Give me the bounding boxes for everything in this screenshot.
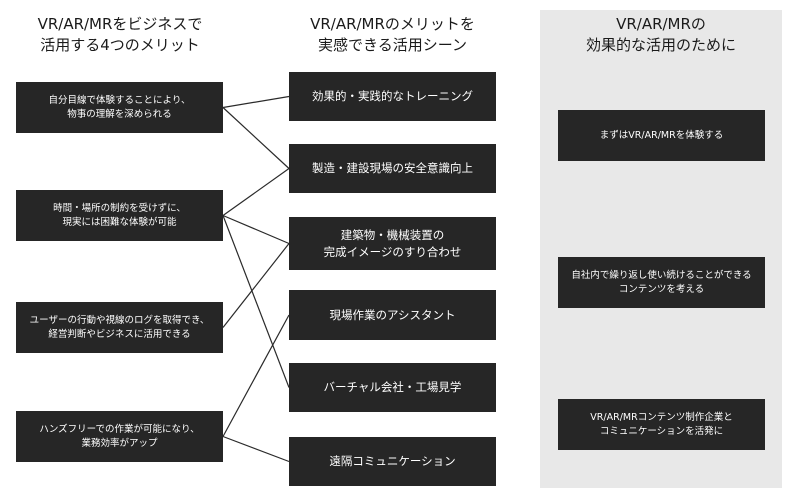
scene-3-line-1: 建築物・機械装置の bbox=[340, 227, 445, 242]
benefits-heading: VR/AR/MRをビジネスで 活用する4つのメリット bbox=[20, 14, 220, 56]
scene-box-3: 建築物・機械装置の 完成イメージのすり合わせ bbox=[289, 217, 496, 270]
benefits-heading-line-1: VR/AR/MRをビジネスで bbox=[37, 15, 203, 33]
connector-line-4 bbox=[222, 214, 290, 245]
benefit-box-1: 自分目線で体験することにより、 物事の理解を深められる bbox=[16, 82, 223, 133]
connector-line-5 bbox=[222, 215, 290, 388]
benefits-heading-line-2: 活用する4つのメリット bbox=[40, 36, 200, 54]
scene-2-label: 製造・建設現場の安全意識向上 bbox=[312, 161, 473, 175]
scenes-heading-line-2: 実感できる活用シーン bbox=[318, 36, 467, 54]
connector-line-7 bbox=[222, 314, 290, 437]
scene-5-label: バーチャル会社・工場見学 bbox=[323, 380, 462, 394]
benefit-1-line-1: 自分目線で体験することにより、 bbox=[48, 94, 191, 106]
connector-line-8 bbox=[222, 435, 290, 463]
benefit-4-line-1: ハンズフリーでの作業が可能になり、 bbox=[39, 423, 200, 435]
connector-line-3 bbox=[222, 168, 290, 216]
tip-box-2: 自社内で繰り返し使い続けることができる コンテンツを考える bbox=[558, 257, 765, 308]
benefit-box-4: ハンズフリーでの作業が可能になり、 業務効率がアップ bbox=[16, 411, 223, 462]
scene-box-1: 効果的・実践的なトレーニング bbox=[289, 72, 496, 121]
benefit-2-line-2: 現実には困難な体験が可能 bbox=[62, 216, 177, 228]
scene-box-5: バーチャル会社・工場見学 bbox=[289, 363, 496, 412]
connector-line-6 bbox=[222, 243, 290, 328]
benefit-box-3: ユーザーの行動や視線のログを取得でき、 経営判断やビジネスに活用できる bbox=[16, 302, 223, 353]
tip-2-line-1: 自社内で繰り返し使い続けることができる bbox=[571, 269, 752, 281]
scenes-heading-line-1: VR/AR/MRのメリットを bbox=[310, 15, 475, 33]
benefit-3-line-2: 経営判断やビジネスに活用できる bbox=[48, 328, 191, 340]
tip-3-line-2: コミュニケーションを活発に bbox=[599, 425, 724, 437]
tip-3-line-1: VR/AR/MRコンテンツ制作企業と bbox=[590, 411, 733, 423]
connector-line-2 bbox=[222, 107, 290, 169]
tip-2-line-2: コンテンツを考える bbox=[618, 283, 705, 295]
benefit-box-2: 時間・場所の制約を受けずに、 現実には困難な体験が可能 bbox=[16, 190, 223, 241]
scenes-heading: VR/AR/MRのメリットを 実感できる活用シーン bbox=[290, 14, 495, 56]
benefit-3-line-1: ユーザーの行動や視線のログを取得でき、 bbox=[29, 314, 210, 326]
tip-1-label: まずはVR/AR/MRを体験する bbox=[599, 129, 724, 141]
scene-1-label: 効果的・実践的なトレーニング bbox=[312, 89, 473, 103]
tips-heading-line-1: VR/AR/MRの bbox=[616, 15, 706, 33]
scene-3-line-2: 完成イメージのすり合わせ bbox=[323, 244, 462, 259]
scene-box-6: 遠隔コミュニケーション bbox=[289, 437, 496, 486]
tips-heading-line-2: 効果的な活用のために bbox=[585, 36, 736, 54]
scene-box-4: 現場作業のアシスタント bbox=[289, 290, 496, 340]
benefit-1-line-2: 物事の理解を深められる bbox=[67, 108, 172, 120]
scene-6-label: 遠隔コミュニケーション bbox=[329, 454, 456, 468]
benefit-4-line-2: 業務効率がアップ bbox=[81, 437, 158, 449]
tips-heading: VR/AR/MRの 効果的な活用のために bbox=[560, 14, 762, 56]
connector-line-1 bbox=[222, 95, 290, 109]
benefit-2-line-1: 時間・場所の制約を受けずに、 bbox=[53, 202, 186, 214]
tip-box-3: VR/AR/MRコンテンツ制作企業と コミュニケーションを活発に bbox=[558, 399, 765, 450]
scene-4-label: 現場作業のアシスタント bbox=[329, 307, 456, 322]
scene-box-2: 製造・建設現場の安全意識向上 bbox=[289, 144, 496, 193]
tip-box-1: まずはVR/AR/MRを体験する bbox=[558, 110, 765, 161]
